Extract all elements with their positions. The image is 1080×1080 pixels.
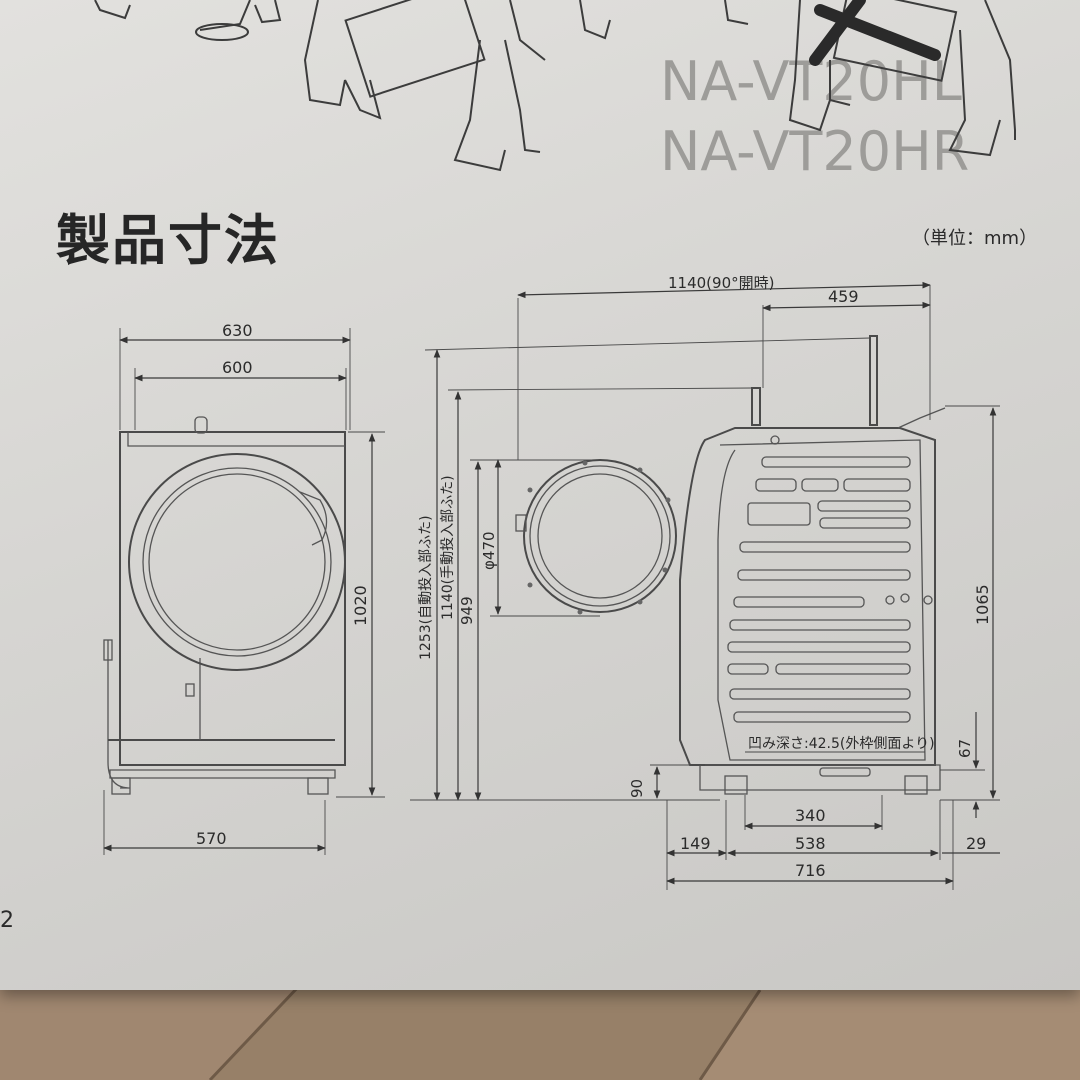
- recess-depth-note: 凹み深さ:42.5(外枠側面より): [748, 736, 935, 752]
- svg-text:NA-VT20HR: NA-VT20HR: [660, 120, 969, 183]
- prohibited-x-mark: [809, 0, 941, 66]
- dim-front-height-1020: 1020: [351, 585, 370, 626]
- side-vent-slots: [727, 435, 933, 723]
- dim-total-depth-716: 716: [795, 861, 826, 880]
- dim-base-90: 90: [628, 779, 646, 798]
- dim-door-height-949: 949: [458, 596, 476, 625]
- dim-lid-offset-459: 459: [828, 287, 859, 306]
- dimension-drawing: 630 600 1020 570: [103, 274, 1000, 890]
- dim-foot-span-340: 340: [795, 806, 826, 825]
- dim-front-width-600: 600: [222, 358, 253, 377]
- dim-front-base-570: 570: [196, 829, 227, 848]
- dim-body-height-1065: 1065: [973, 584, 992, 625]
- dim-height-manual-lid-1140: 1140(手動投入部ふた): [440, 475, 456, 620]
- dim-open-depth-1140: 1140(90°開時): [668, 274, 774, 292]
- carrying-illustration: NA-VT20HL NA-VT20HR: [94, 0, 1016, 183]
- unit-note: （単位：mm）: [912, 228, 1038, 249]
- dim-front-offset-149: 149: [680, 834, 711, 853]
- page-title: 製品寸法: [56, 209, 280, 272]
- side-view: 1140(90°開時) 459 1253(自動投入部ふた) 1140(手動投入部…: [410, 274, 1000, 890]
- front-view: 630 600 1020 570: [103, 321, 385, 855]
- dim-height-auto-lid-1253: 1253(自動投入部ふた): [418, 515, 434, 660]
- dim-door-diameter-470: φ470: [480, 531, 498, 570]
- manual-page: NA-VT20HL NA-VT20HR: [0, 0, 1080, 990]
- dim-front-width-630: 630: [222, 321, 253, 340]
- dim-foot-67: 67: [956, 739, 974, 758]
- dim-rear-offset-29: 29: [966, 834, 986, 853]
- dim-body-depth-538: 538: [795, 834, 826, 853]
- page-number: 2: [0, 908, 14, 933]
